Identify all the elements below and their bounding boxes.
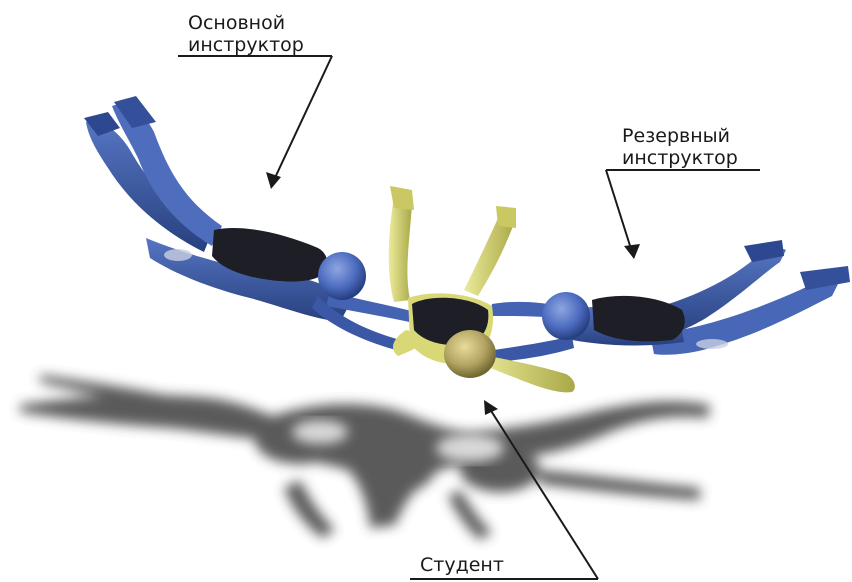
reserve-instructor-arrowhead [624,244,640,259]
reserve-instructor-label-line-1: Резервный [622,125,738,147]
student-arrowhead [484,400,498,415]
main-instructor-figure [84,96,430,350]
main-instructor-arrowhead [266,172,281,189]
reserve-instructor-label-line-2: инструктор [622,147,738,169]
student-label-text: Студент [420,554,504,576]
reserve-instructor-figure [490,240,850,362]
main-instructor-label-line-2: инструктор [188,34,304,56]
reserve-instructor-label: Резервный инструктор [622,125,738,169]
student-label: Студент [420,554,504,576]
main-instructor-label-line-1: Основной [188,12,304,34]
main-instructor-label: Основной инструктор [188,12,304,56]
reserve-instructor-pointer [606,170,632,252]
main-instructor-pointer [273,56,332,182]
formation-shadow [20,375,710,540]
student-figure [389,186,575,392]
